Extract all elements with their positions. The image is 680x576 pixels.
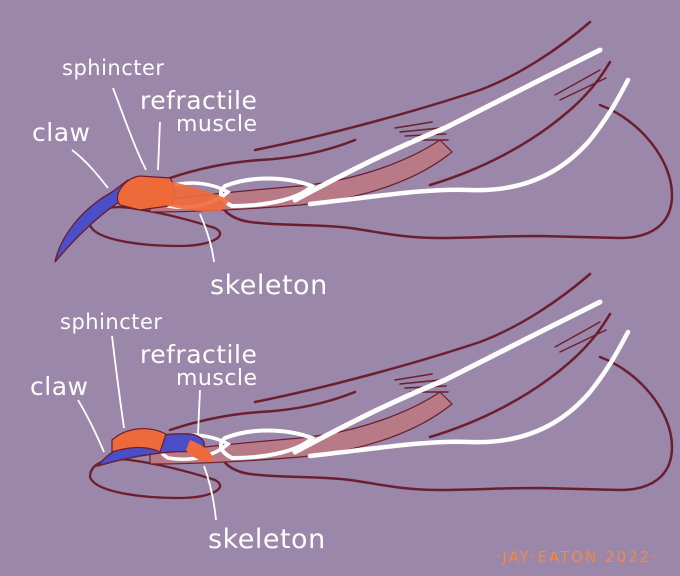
sphincter-band-top (150, 178, 230, 212)
label-skeleton-bottom: skeleton (208, 524, 326, 555)
leader-sphincter-top (112, 87, 147, 171)
leader-muscle-bottom (197, 389, 201, 435)
diagram-retracted (77, 274, 672, 521)
label-refractile-top: refractile (140, 86, 258, 115)
label-skeleton-top: skeleton (210, 270, 328, 301)
sphincter-shape-bottom (111, 428, 167, 453)
label-sphincter-bottom: sphincter (60, 310, 163, 334)
label-claw-bottom: claw (30, 372, 89, 401)
leader-muscle-top (157, 121, 161, 171)
label-muscle-bottom: muscle (176, 366, 258, 391)
leader-skeleton-bottom (203, 465, 217, 521)
artist-credit: ·JAY·EATON·2022· (495, 548, 658, 566)
leader-claw-bottom (77, 399, 105, 453)
label-sphincter-top: sphincter (62, 56, 165, 80)
sphincter-back-bottom (186, 440, 213, 462)
label-muscle-top: muscle (176, 112, 258, 137)
label-claw-top: claw (32, 118, 91, 147)
diagram-extended (54, 22, 672, 263)
label-refractile-bottom: refractile (140, 340, 258, 369)
leader-skeleton-top (199, 213, 215, 263)
leader-claw-top (71, 149, 109, 189)
leader-sphincter-bottom (111, 335, 125, 429)
